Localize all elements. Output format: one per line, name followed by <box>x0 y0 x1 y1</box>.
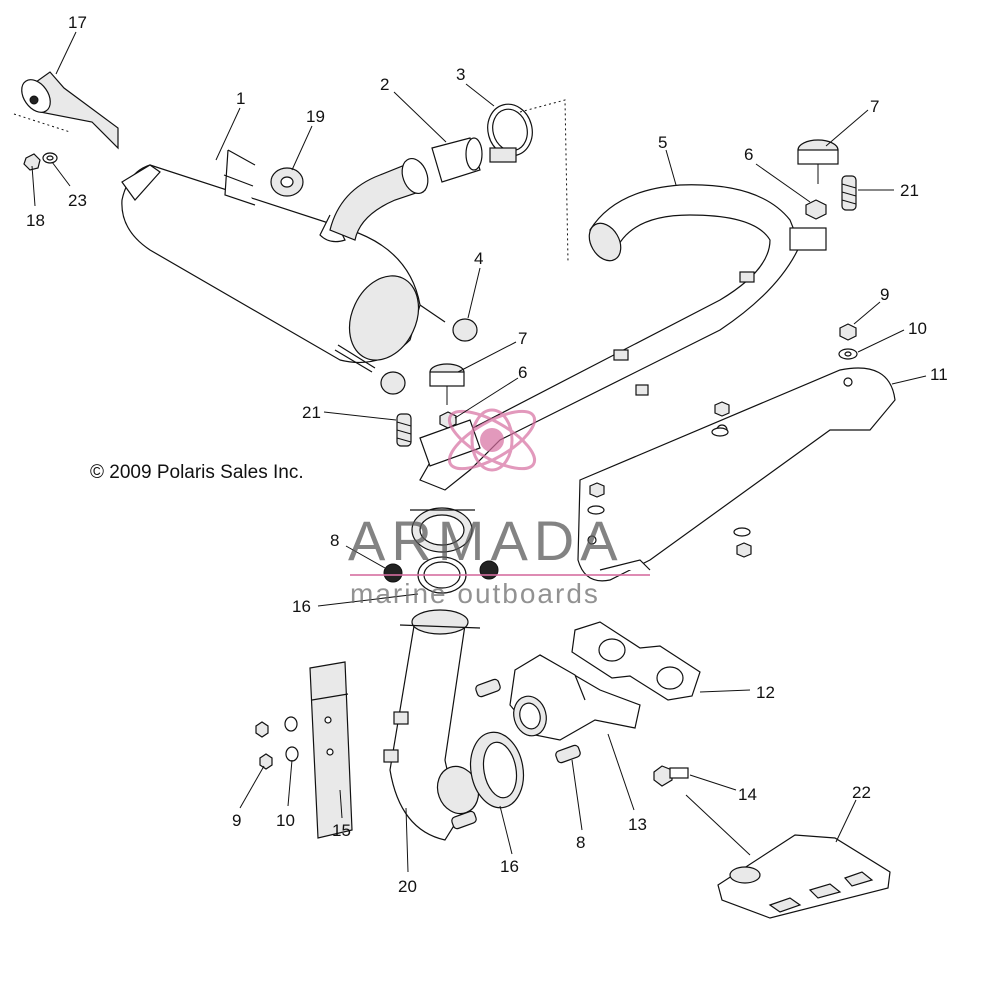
part-9-bolts-lower <box>255 721 273 770</box>
callout-16-lower: 16 <box>500 857 519 876</box>
part-14-bolt <box>653 765 689 787</box>
watermark-divider <box>350 574 650 576</box>
callout-4: 4 <box>474 249 483 268</box>
part-21-spring-lower <box>396 413 412 447</box>
callout-18: 18 <box>26 211 45 230</box>
part-20-front-pipe <box>383 609 481 841</box>
callout-6-lower: 6 <box>518 363 527 382</box>
callout-8-upper: 8 <box>330 531 339 550</box>
callout-2: 2 <box>380 75 389 94</box>
callout-20: 20 <box>398 877 417 896</box>
part-9-bolt-upper <box>839 323 857 341</box>
callout-11: 11 <box>930 365 948 384</box>
part-19-grommet <box>270 167 304 197</box>
part-springs-lower <box>451 678 581 830</box>
part-10-washer-upper <box>838 348 858 360</box>
callout-3: 3 <box>456 65 465 84</box>
callout-13: 13 <box>628 815 647 834</box>
callout-10-lower: 10 <box>276 811 295 830</box>
part-2-inlet-pipe <box>329 137 483 241</box>
callout-6-upper: 6 <box>744 145 753 164</box>
part-17-spark-arrestor <box>13 71 119 150</box>
part-13-exhaust-manifold <box>509 654 641 741</box>
callout-17: 17 <box>68 13 87 32</box>
part-4-grommet <box>380 318 478 395</box>
part-16-gasket-lower <box>469 731 525 809</box>
callout-10-upper: 10 <box>908 319 927 338</box>
part-1-muffler <box>121 149 446 373</box>
part-12-manifold-gasket <box>571 621 701 701</box>
watermark-subtitle: marine outboards <box>350 578 600 609</box>
callout-8-lower: 8 <box>576 833 585 852</box>
callout-15: 15 <box>332 821 351 840</box>
part-6-nut-upper <box>805 199 827 220</box>
callout-14: 14 <box>738 785 757 804</box>
watermark-logo-icon <box>447 408 537 472</box>
part-21-spring-upper <box>841 175 857 211</box>
callout-19: 19 <box>306 107 325 126</box>
part-15-side-shield <box>309 661 353 839</box>
part-18-bolt <box>23 153 41 171</box>
watermark-title: ARMADA <box>348 509 624 572</box>
callout-12: 12 <box>756 683 775 702</box>
leader-lines <box>31 31 927 873</box>
callout-22: 22 <box>852 783 871 802</box>
copyright-notice: © 2009 Polaris Sales Inc. <box>90 462 304 483</box>
callout-7-upper: 7 <box>870 97 879 116</box>
callout-21-lower: 21 <box>302 403 321 422</box>
callout-7-lower: 7 <box>518 329 527 348</box>
part-22-skid-plate <box>717 834 891 919</box>
callout-16-upper: 16 <box>292 597 311 616</box>
part-23-washer <box>42 152 58 164</box>
callout-23: 23 <box>68 191 87 210</box>
part-7-bumper-lower <box>429 363 465 405</box>
part-10-washers-lower <box>284 716 299 762</box>
callout-5: 5 <box>658 133 667 152</box>
part-3-clamp <box>487 99 569 263</box>
part-7-bumper-upper <box>797 139 839 184</box>
part-11-hardware <box>587 401 752 558</box>
callout-1: 1 <box>236 89 245 108</box>
callout-9-upper: 9 <box>880 285 889 304</box>
callout-9-lower: 9 <box>232 811 241 830</box>
callout-21-upper: 21 <box>900 181 919 200</box>
